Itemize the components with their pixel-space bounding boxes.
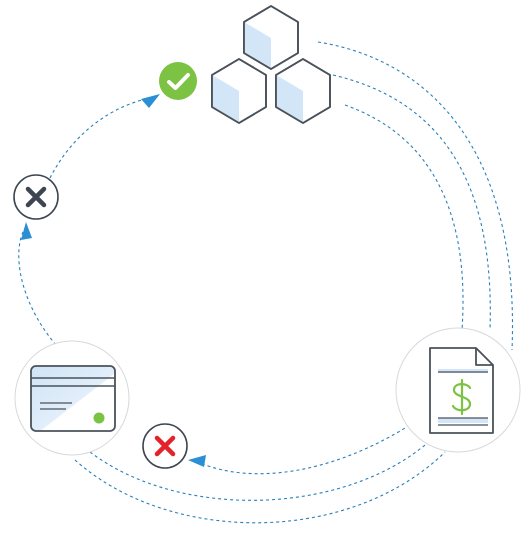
connector-blocks-to-invoice-outer bbox=[317, 41, 514, 351]
credit-card-node bbox=[14, 340, 130, 456]
connector-invoice-to-red-x bbox=[197, 424, 411, 475]
connector-blocks-to-invoice-mid bbox=[332, 74, 491, 331]
invoice-node bbox=[395, 327, 521, 453]
checkmark-circle-icon bbox=[159, 62, 197, 100]
connector-blocks-to-invoice-inner bbox=[344, 104, 464, 331]
connector-dark-x-to-check bbox=[49, 96, 156, 179]
connector-card-to-dark-x bbox=[18, 227, 57, 346]
cube-left bbox=[211, 58, 267, 124]
cube-right bbox=[275, 58, 331, 124]
arrowheads bbox=[21, 94, 206, 467]
connector-card-to-invoice-outer bbox=[74, 451, 446, 524]
x-circle-icon bbox=[142, 423, 188, 469]
arrow-to-check bbox=[141, 94, 160, 108]
invoice-dollar-icon bbox=[429, 347, 494, 434]
connector-card-to-invoice-mid bbox=[89, 444, 426, 501]
arrow-to-dark-x bbox=[21, 222, 32, 240]
cube-top bbox=[243, 5, 299, 70]
x-circle-icon bbox=[13, 174, 59, 220]
hexagon-blocks-icon bbox=[211, 5, 331, 124]
arrow-to-red-x bbox=[188, 455, 206, 467]
credit-card-icon bbox=[30, 365, 116, 432]
dollar-sign-icon bbox=[451, 378, 472, 416]
connector-lines bbox=[18, 41, 514, 524]
